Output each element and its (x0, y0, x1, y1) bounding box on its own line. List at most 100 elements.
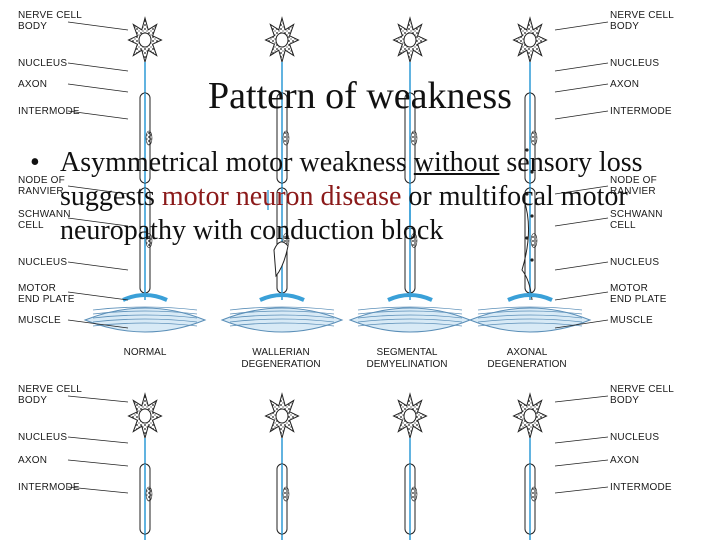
muscle-fiber-0-3 (92, 318, 198, 323)
slide-title: Pattern of weakness (208, 75, 512, 117)
muscle-fiber-3-3 (477, 318, 583, 323)
pointer-right-6 (554, 261, 609, 271)
pointer-right-4 (554, 185, 609, 195)
motor-end-plate-0 (122, 293, 168, 302)
pointer-bottom-left-2 (67, 459, 129, 467)
muscle-fiber-0-2 (92, 314, 198, 319)
pointer-left-4 (67, 185, 129, 195)
bullet-text-part3: sensory loss suggests (60, 147, 643, 212)
muscle-2 (348, 307, 472, 333)
bullet-text-part5: or multifocal motor neuropathy with cond… (60, 181, 628, 246)
schwann-nucleus-b3 (530, 486, 538, 502)
pointer-right-1 (554, 62, 609, 72)
label-muscle-right: MUSCLE (610, 315, 653, 326)
nucleus-b1 (275, 408, 289, 424)
muscle-0 (83, 307, 207, 333)
pointer-left-0 (67, 21, 129, 31)
debris-dot-3-3 (530, 214, 534, 218)
muscle-fiber-0-0 (92, 306, 198, 311)
pointer-bottom-right-3 (554, 486, 609, 494)
label-axon-bottom-left: AXON (18, 455, 48, 466)
label-nucleus-bottom-right: NUCLEUS (610, 432, 660, 443)
axonal-debris-3 (521, 199, 533, 301)
degenerating-fragment-1 (273, 241, 289, 278)
pointer-left-5 (67, 217, 129, 227)
schwann-nucleus-3-0 (530, 130, 538, 146)
muscle-fiber-2-4 (357, 322, 463, 327)
nucleus-0 (138, 32, 152, 48)
muscle-fiber-1-1 (229, 310, 335, 315)
muscle-fiber-3-1 (477, 310, 583, 315)
motor-end-plate-2 (387, 293, 433, 302)
schwann-nucleus-b2 (410, 486, 418, 502)
nucleus-b0 (138, 408, 152, 424)
nucleus-3 (523, 32, 537, 48)
label-intermode-right: INTERMODE (610, 106, 672, 117)
pointer-right-0 (554, 21, 609, 31)
label-axon-left: AXON (18, 79, 48, 90)
pointer-bottom-right-1 (554, 436, 609, 444)
debris-dot-3-0 (525, 148, 529, 152)
label-intermode-left: INTERMODE (18, 106, 80, 117)
schwann-nucleus-0-1 (145, 233, 153, 248)
motor-end-plate-3 (507, 293, 553, 302)
pointer-left-3 (67, 110, 129, 120)
label-nucleus-left: NUCLEUS (18, 58, 68, 69)
pointer-left-7 (67, 291, 129, 301)
pointer-left-1 (67, 62, 129, 72)
nucleus-b2 (403, 408, 417, 424)
muscle-fiber-1-4 (229, 322, 335, 327)
muscle-fiber-1-0 (229, 306, 335, 311)
pointer-right-5 (554, 217, 609, 227)
debris-dot-3-5 (530, 258, 534, 262)
muscle-fiber-1-2 (229, 314, 335, 319)
label-nucleus-bottom-left: NUCLEUS (18, 432, 68, 443)
label-axon-bottom-right: AXON (610, 455, 640, 466)
label-muscle-left: MUSCLE (18, 315, 61, 326)
muscle-fiber-2-0 (357, 306, 463, 311)
pointer-bottom-left-0 (67, 395, 129, 403)
nucleus-2 (403, 32, 417, 48)
bullet-text-underlined: without (413, 147, 500, 178)
pointer-right-2 (554, 83, 609, 93)
pointer-left-6 (67, 261, 129, 271)
schwann-nucleus-b1 (282, 486, 290, 502)
bullet-text-part1: Asymmetrical motor weakness (60, 147, 414, 178)
schwann-nucleus-0-0 (145, 130, 153, 146)
muscle-3 (468, 307, 592, 333)
pointer-bottom-right-2 (554, 459, 609, 467)
debris-dot-3-2 (525, 192, 529, 196)
debris-dot-3-4 (525, 236, 529, 240)
muscle-fiber-2-1 (357, 310, 463, 315)
label-nucleus-right: NUCLEUS (610, 58, 660, 69)
label-intermode-bottom-left: INTERMODE (18, 482, 80, 493)
caption-normal: NORMAL (123, 347, 167, 358)
schwann-nucleus-2-0 (410, 130, 418, 146)
nucleus-b3 (523, 408, 537, 424)
muscle-fiber-1-3 (229, 318, 335, 323)
label-axon-right: AXON (610, 79, 640, 90)
label-nucleus-2-left: NUCLEUS (18, 257, 68, 268)
nucleus-1 (275, 32, 289, 48)
motor-end-plate-1 (259, 293, 305, 302)
pointer-right-8 (554, 319, 609, 329)
schwann-nucleus-b0 (145, 486, 153, 502)
muscle-fiber-3-4 (477, 322, 583, 327)
bullet-text-highlight: motor neuron disease (161, 181, 402, 212)
muscle-fiber-0-1 (92, 310, 198, 315)
debris-dot-3-1 (530, 170, 534, 174)
pointer-left-8 (67, 319, 129, 329)
bullet-marker: • (30, 147, 40, 178)
schwann-nucleus-1-0 (282, 130, 290, 146)
